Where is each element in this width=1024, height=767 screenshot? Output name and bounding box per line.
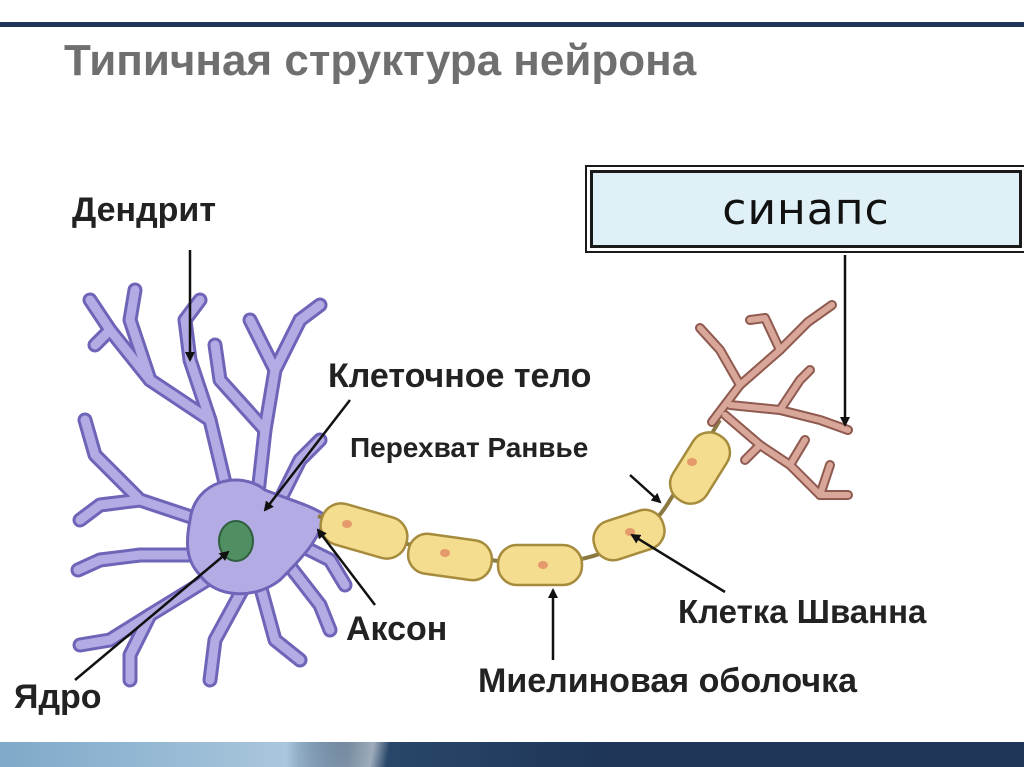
top-rule <box>0 22 1024 27</box>
myelin-sheath-segments <box>319 431 732 587</box>
myelin-segment <box>319 502 409 560</box>
nucleus-label: Ядро <box>14 678 102 716</box>
schwann-cell-label: Клетка Шванна <box>678 593 927 630</box>
node-of-ranvier-label: Перехват Ранвье <box>350 432 589 463</box>
schwann-pointer <box>630 533 726 594</box>
synapse-label-box: синапс <box>585 165 1024 253</box>
schwann-nucleus <box>538 561 548 569</box>
dendrite-label: Дендрит <box>72 191 216 229</box>
schwann-nucleus <box>342 520 352 528</box>
bottom-bar <box>0 742 1024 767</box>
synapse-label: синапс <box>722 183 890 235</box>
bottom-bar-accent <box>300 742 460 767</box>
leader-lines <box>74 250 850 681</box>
cell-body-pointer <box>263 399 351 512</box>
schwann-nucleus <box>687 458 697 466</box>
myelin-segment <box>668 431 732 505</box>
axon-label: Аксон <box>346 610 448 648</box>
slide-title: Типичная структура нейрона <box>64 36 697 85</box>
myelin-sheath-label: Миелиновая оболочка <box>478 662 858 700</box>
ranvier-pointer <box>629 474 662 504</box>
schwann-nucleus <box>440 549 450 557</box>
axon-pointer <box>316 528 376 606</box>
myelin-segment <box>406 532 494 582</box>
cell-body-label: Клеточное тело <box>328 357 592 395</box>
dendrites <box>70 282 353 688</box>
nucleus-pointer <box>74 550 230 681</box>
axon-terminals <box>695 300 853 500</box>
